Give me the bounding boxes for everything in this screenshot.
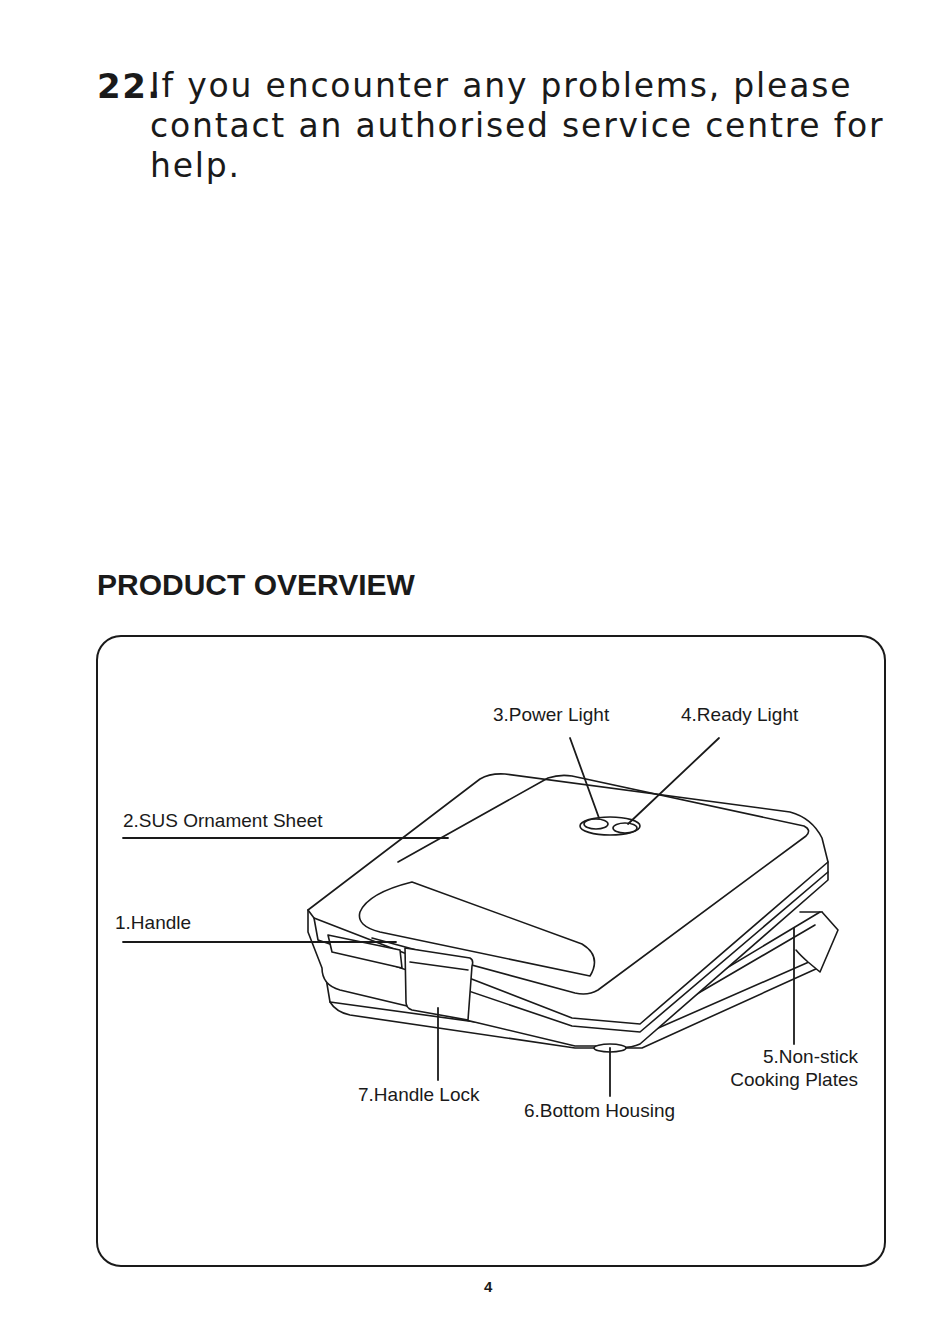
lid [308, 774, 828, 1048]
lid-edge [308, 862, 828, 1024]
part-name: 7.Handle Lock [358, 1084, 479, 1107]
part-name: 2.SUS Ornament Sheet [123, 810, 323, 833]
leader-line [570, 738, 599, 818]
leader-line [123, 941, 396, 943]
hinge-bracket [796, 912, 838, 972]
part-name: 3.Power Light [493, 704, 609, 727]
handle-lock-edge [410, 962, 468, 970]
note-text: If you encounter any problems, please co… [150, 66, 895, 186]
light-housing [580, 817, 640, 835]
leader-line [437, 1008, 439, 1080]
leader-line [628, 738, 719, 824]
part-name: 4.Ready Light [681, 704, 798, 727]
overview-panel [97, 636, 885, 1266]
power-light [584, 819, 608, 829]
leader-line [609, 1048, 611, 1096]
lid-band [314, 872, 828, 1032]
part-name: 6.Bottom Housing [524, 1100, 675, 1123]
leader-line [123, 837, 448, 839]
part-name: 5.Non-stick Cooking Plates [703, 1045, 858, 1091]
ready-light [613, 823, 637, 833]
section-title: PRODUCT OVERVIEW [97, 568, 415, 602]
page-number: 4 [484, 1278, 492, 1296]
leader-line [793, 928, 795, 1044]
handle [328, 935, 402, 968]
part-name: 1.Handle [115, 912, 191, 935]
